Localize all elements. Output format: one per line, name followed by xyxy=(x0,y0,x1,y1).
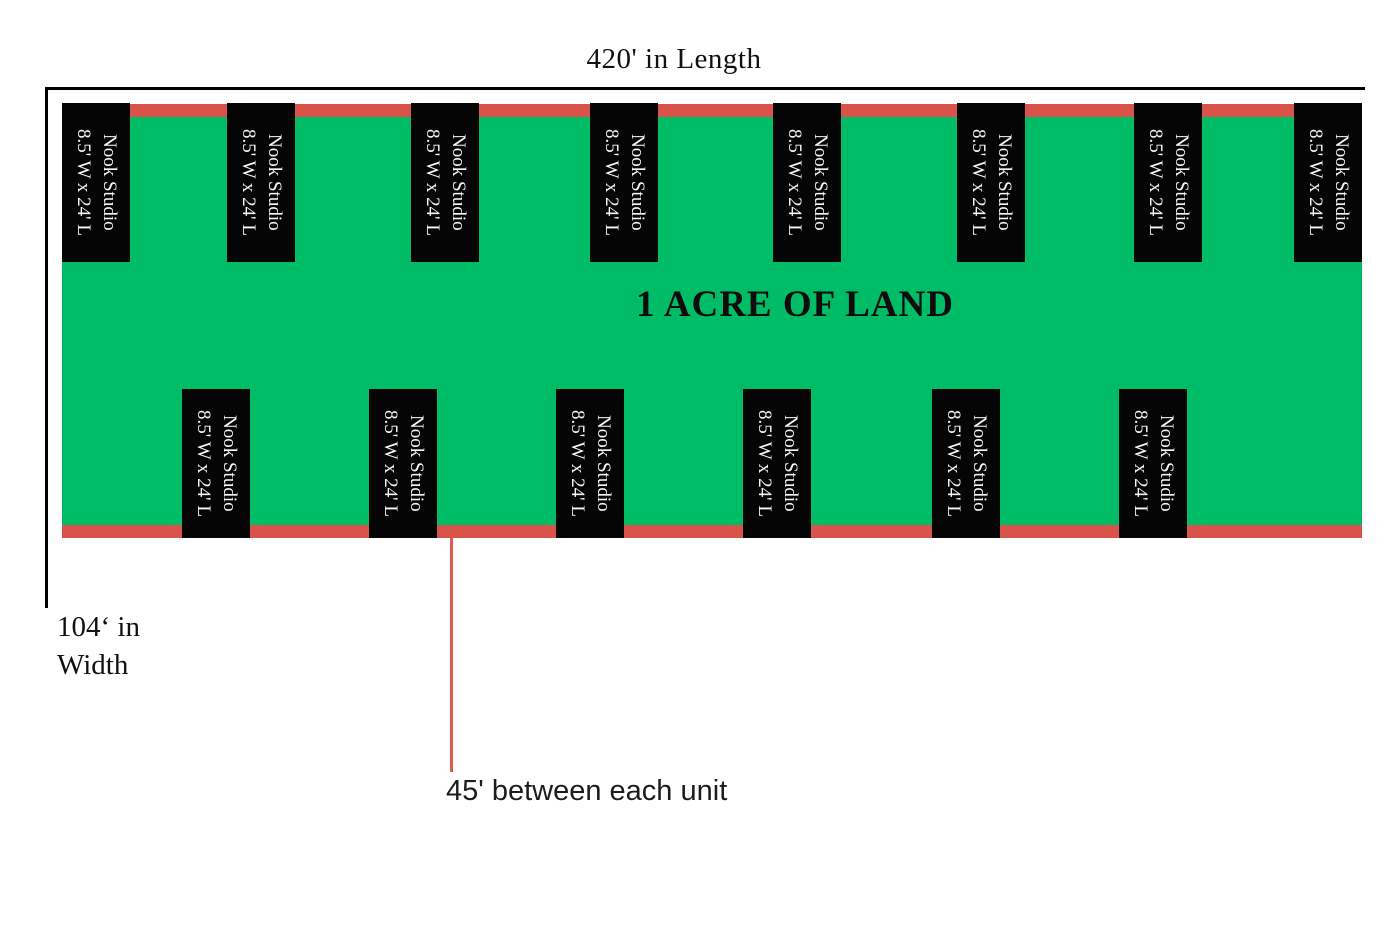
unit-dimensions: 8.5' W x 24' L xyxy=(422,129,443,236)
width-axis-line xyxy=(45,87,48,608)
unit-dimensions: 8.5' W x 24' L xyxy=(601,129,622,236)
unit-name: Nook Studio xyxy=(627,134,648,231)
top-red-strip xyxy=(62,104,1362,117)
unit-dimensions: 8.5' W x 24' L xyxy=(380,410,401,517)
length-dimension-label: 420' in Length xyxy=(586,43,762,75)
unit-dimensions: 8.5' W x 24' L xyxy=(1145,129,1166,236)
width-dimension-label: 104‘ in Width xyxy=(57,611,140,681)
length-axis-line xyxy=(46,87,1365,90)
unit-name: Nook Studio xyxy=(264,134,285,231)
unit-name: Nook Studio xyxy=(99,134,120,231)
unit-dimensions: 8.5' W x 24' L xyxy=(968,129,989,236)
unit-name: Nook Studio xyxy=(969,415,990,512)
unit-dimensions: 8.5' W x 24' L xyxy=(943,410,964,517)
land-title: 1 ACRE OF LAND xyxy=(636,284,954,325)
unit-name: Nook Studio xyxy=(219,415,240,512)
unit-dimensions: 8.5' W x 24' L xyxy=(784,129,805,236)
unit-name: Nook Studio xyxy=(810,134,831,231)
unit-dimensions: 8.5' W x 24' L xyxy=(73,129,94,236)
unit-name: Nook Studio xyxy=(1331,134,1352,231)
unit-name: Nook Studio xyxy=(780,415,801,512)
unit-name: Nook Studio xyxy=(1171,134,1192,231)
unit-dimensions: 8.5' W x 24' L xyxy=(1130,410,1151,517)
unit-dimensions: 8.5' W x 24' L xyxy=(1305,129,1326,236)
unit-name: Nook Studio xyxy=(593,415,614,512)
spacing-pointer-line xyxy=(450,538,453,772)
unit-dimensions: 8.5' W x 24' L xyxy=(193,410,214,517)
unit-name: Nook Studio xyxy=(448,134,469,231)
unit-name: Nook Studio xyxy=(1156,415,1177,512)
unit-spacing-label: 45' between each unit xyxy=(446,775,728,807)
unit-name: Nook Studio xyxy=(994,134,1015,231)
unit-name: Nook Studio xyxy=(406,415,427,512)
unit-dimensions: 8.5' W x 24' L xyxy=(754,410,775,517)
unit-dimensions: 8.5' W x 24' L xyxy=(567,410,588,517)
unit-dimensions: 8.5' W x 24' L xyxy=(238,129,259,236)
